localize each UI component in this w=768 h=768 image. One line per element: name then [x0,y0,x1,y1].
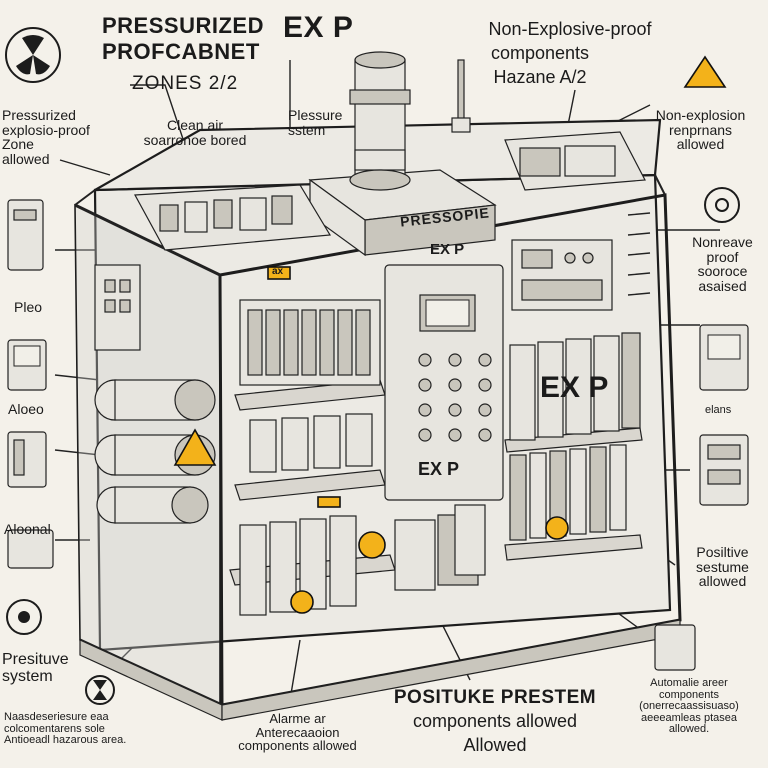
bottom-center-line-3: Allowed [463,735,527,755]
top-right-line-1: Non-Explosive-proof [488,19,652,39]
right-top-device [511,239,613,311]
roof-electronics-right [504,131,646,191]
title-line-2: PROFCABNET [102,39,260,64]
label-bottom-left: Naasdeseriesure eaa colcomentarens sole … [4,711,127,747]
callout-non-explosion: Non-explosion renprnans allowed [655,107,746,153]
lower-center-boxes [394,504,486,591]
left-device-icons [7,199,54,569]
control-panel [384,264,504,501]
cabinet-tag-label: ax [272,266,284,277]
callout-nonreave: Nonreave proof sooroce asaised [692,234,753,295]
callout-automatic: Automalie areer components (onerrecaassi… [639,677,739,736]
bottom-center-line-1: POSITUKE PRESTEM [393,687,597,708]
warning-icon-top-right [683,55,727,88]
label-aloonal: Aloonal [4,521,51,537]
callout-alarm: Alarme ar Anterecaaoion components allow… [238,711,357,754]
right-device-icons [654,324,749,671]
fan-icon-bottom [85,675,115,705]
cabinet-tag-2 [317,496,341,508]
title-line-3: ZONES 2/2 [132,73,239,94]
right-vent-slats [627,212,651,296]
callout-pressure-system: Plessure sstem [288,107,343,138]
roof-electronics-left [134,184,332,251]
bottom-center-line-2: components allowed [412,711,578,731]
title-line-1: PRESSURIZED [102,13,264,38]
warning-badge-2 [290,590,314,614]
callout-elans: elans [705,404,732,416]
exp-blocks [509,332,641,441]
gear-icon [6,599,42,635]
callout-clean-air: Clean air soarronoe bored [143,117,247,148]
terminal-modules-right [509,444,627,541]
label-positive-system: Presituve system [2,651,69,685]
relay-row-middle [249,413,373,473]
breaker-bank-top [239,299,381,386]
roof-pressure-unit [308,51,497,257]
ex-p-top-label: EX P [430,241,465,258]
warning-badge-1 [358,531,386,559]
top-right-line-2: components [490,43,590,63]
ex-p-blocks-label: EX P [540,371,609,404]
label-aloeo: Aloeo [8,401,44,417]
label-pressurized-zone: Pressurized explosio-proof Zone allowed [2,107,90,168]
warning-icon-cylinders [173,428,217,466]
nonreave-icon [704,187,740,223]
ex-p-panel-label: EX P [418,459,460,479]
top-right-line-3: Hazane A/2 [493,67,587,87]
label-pleo: Pleo [14,299,43,315]
cabinet-tag [267,266,291,280]
fan-icon [5,27,61,83]
title-exp: EX P [283,11,354,44]
warning-badge-3 [545,516,569,540]
callout-positive-right: Posiltive sestume allowed [696,544,749,590]
